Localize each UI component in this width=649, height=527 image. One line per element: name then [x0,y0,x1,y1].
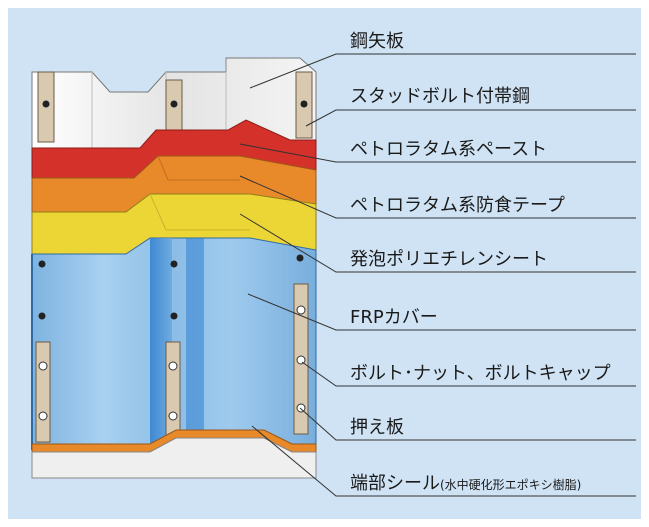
label-end-seal: 端部シール(水中硬化形エポキシ樹脂) [350,475,581,493]
label-end-seal-note: (水中硬化形エポキシ樹脂) [440,478,582,492]
label-bolt-nut-cap: ボルト･ナット、ボルトキャップ [350,363,611,384]
label-press-plate: 押え板 [350,417,404,438]
bolt-cap [38,361,48,371]
label-stud-bolt-band: スタッドボルト付帯鋼 [350,86,530,107]
label-frp-cover: FRPカバー [350,307,438,328]
press-plate-center [165,341,181,443]
label-foam-poly-sheet: 発泡ポリエチレンシート [350,249,548,270]
steel-bottom-shape [31,437,317,479]
leader-lines [239,53,636,497]
label-steel-sheet-pile: 鋼矢板 [350,31,404,52]
press-plate-left [35,341,51,443]
label-end-seal-main: 端部シール [350,473,440,494]
label-petrolatum-paste: ペトロラタム系ペースト [350,139,548,160]
label-petrolatum-tape: ペトロラタム系防食テープ [350,195,565,216]
